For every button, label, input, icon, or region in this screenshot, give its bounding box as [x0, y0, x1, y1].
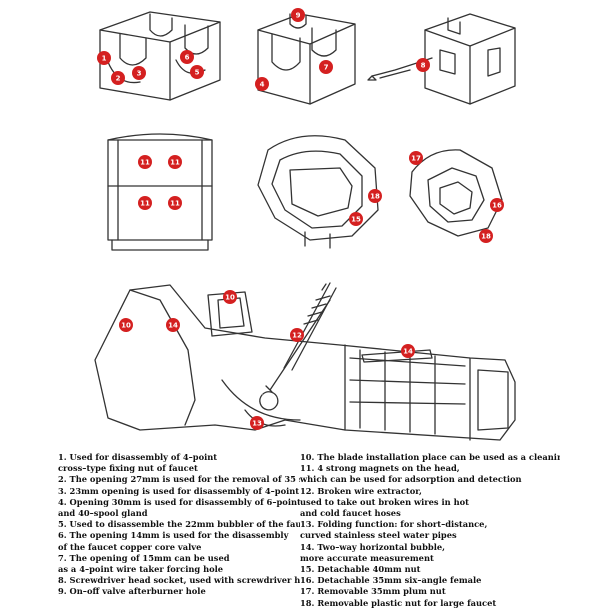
- legend-item: 18. Removable plastic nut for large fauc…: [300, 597, 497, 608]
- svg-text:11: 11: [140, 159, 150, 167]
- legend-item: 7. The opening of 15mm can be used: [58, 552, 230, 563]
- callout-11d: 11: [168, 196, 182, 210]
- svg-text:7: 7: [324, 64, 329, 72]
- callout-13: 13: [250, 416, 264, 430]
- callout-6: 6: [180, 50, 194, 64]
- svg-text:13: 13: [252, 420, 262, 428]
- callout-15: 15: [349, 212, 363, 226]
- svg-text:14: 14: [168, 322, 178, 330]
- legend-item: 2. The opening 27mm is used for the remo…: [58, 474, 300, 485]
- svg-text:5: 5: [195, 69, 200, 77]
- magnet-head: [107, 133, 213, 251]
- callout-10: 10: [119, 318, 133, 332]
- legend-item: and cold faucet hoses: [300, 508, 401, 519]
- callout-9: 9: [291, 8, 305, 22]
- svg-text:12: 12: [292, 332, 302, 340]
- legend-left: 1. Used for disassembly of 4–point cross…: [58, 452, 300, 598]
- callout-18a: 18: [368, 189, 382, 203]
- socket-block-left: [99, 11, 221, 101]
- tool-diagram: 1 2 3 4 5 6 7 8 9 11 11 11 11 18 15 17 1…: [94, 8, 516, 441]
- legend-item: as a 4–point wire taker forcing hole: [58, 564, 224, 575]
- legend-item: 10. The blade installation place can be …: [300, 452, 560, 462]
- svg-text:9: 9: [296, 12, 301, 20]
- svg-text:11: 11: [170, 159, 180, 167]
- svg-text:11: 11: [140, 200, 150, 208]
- svg-text:1: 1: [102, 55, 107, 63]
- nut-adapter: [409, 149, 503, 237]
- legend-item: and 40–spool gland: [58, 508, 148, 519]
- callout-8: 8: [416, 58, 430, 72]
- legend-item: which can be used for adsorption and det…: [300, 474, 522, 485]
- svg-text:17: 17: [411, 155, 421, 163]
- svg-text:6: 6: [185, 54, 190, 62]
- callout-14a: 14: [166, 318, 180, 332]
- callout-17: 17: [409, 151, 423, 165]
- svg-text:8: 8: [421, 62, 426, 70]
- legend-item: 11. 4 strong magnets on the head,: [300, 463, 460, 474]
- legend-item: more accurate measurement: [300, 552, 434, 563]
- octagon-clamp: [257, 135, 379, 249]
- legend-item: 12. Broken wire extractor,: [300, 485, 422, 496]
- legend-item: used to take out broken wires in hot: [300, 496, 469, 507]
- wire-extractor: [283, 282, 337, 371]
- callouts: 1 2 3 4 5 6 7 8 9 11 11 11 11 18 15 17 1…: [97, 8, 504, 430]
- svg-text:10: 10: [121, 322, 131, 330]
- legend-item: cross–type fixing nut of faucet: [58, 463, 198, 474]
- legend-item: 15. Detachable 40mm nut: [300, 564, 421, 575]
- callout-14b: 14: [401, 344, 415, 358]
- svg-text:10: 10: [225, 294, 235, 302]
- socket-cube: [424, 13, 516, 105]
- callout-18b: 18: [479, 229, 493, 243]
- callout-4: 4: [255, 77, 269, 91]
- callout-10b: 10: [223, 290, 237, 304]
- callout-1: 1: [97, 51, 111, 65]
- callout-16: 16: [490, 198, 504, 212]
- svg-text:15: 15: [351, 216, 361, 224]
- legend-item: curved stainless steel water pipes: [300, 530, 457, 541]
- svg-text:18: 18: [481, 233, 491, 241]
- callout-5: 5: [190, 65, 204, 79]
- socket-block-middle: [257, 13, 356, 105]
- svg-text:3: 3: [137, 70, 142, 78]
- legend-item: 3. 23mm opening is used for disassembly …: [58, 485, 300, 496]
- svg-text:16: 16: [492, 202, 502, 210]
- legend-item: 5. Used to disassemble the 22mm bubbler …: [58, 519, 300, 530]
- legend-item: 13. Folding function: for short–distance…: [300, 519, 488, 530]
- legend-item: 17. Removable 35mm plum nut: [300, 586, 446, 597]
- legend-item: 16. Detachable 35mm six–angle female: [300, 575, 482, 586]
- svg-text:4: 4: [260, 81, 265, 89]
- callout-12: 12: [290, 328, 304, 342]
- callout-3: 3: [132, 66, 146, 80]
- callout-2: 2: [111, 71, 125, 85]
- assembled-tool: [94, 284, 516, 441]
- callout-11b: 11: [168, 155, 182, 169]
- callout-11c: 11: [138, 196, 152, 210]
- legend-item: of the faucet copper core valve: [58, 541, 202, 552]
- svg-text:11: 11: [170, 200, 180, 208]
- svg-text:2: 2: [116, 75, 121, 83]
- legend-item: 4. Opening 30mm is used for disassembly …: [58, 496, 300, 507]
- legend-item: 8. Screwdriver head socket, used with sc…: [58, 575, 300, 586]
- callout-11a: 11: [138, 155, 152, 169]
- legend-right: 10. The blade installation place can be …: [300, 452, 560, 609]
- legend-item: 14. Two–way horizontal bubble,: [300, 541, 446, 552]
- legend-item: 1. Used for disassembly of 4–point: [58, 452, 218, 462]
- legend-item: 9. On–off valve afterburner hole: [58, 586, 206, 597]
- callout-7: 7: [319, 60, 333, 74]
- svg-text:18: 18: [370, 193, 380, 201]
- legend-item: 6. The opening 14mm is used for the disa…: [58, 530, 289, 541]
- svg-text:14: 14: [403, 348, 413, 356]
